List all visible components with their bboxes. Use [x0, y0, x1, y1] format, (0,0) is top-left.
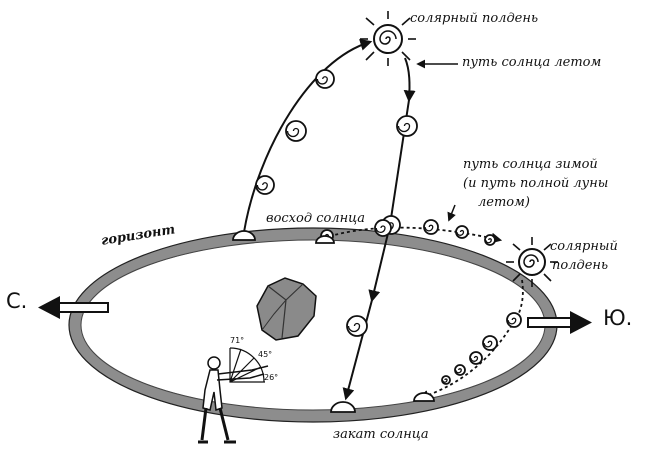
summer-noon-sun — [360, 11, 416, 66]
horizon-ellipse — [68, 227, 558, 423]
rock — [256, 277, 317, 341]
angle-45-label: 45° — [258, 350, 273, 359]
sun-marker — [255, 175, 275, 195]
sun-marker — [346, 315, 368, 337]
sun-marker — [482, 335, 498, 351]
winter-noon-sun — [506, 237, 558, 287]
solar-noon-winter-line1: солярный — [550, 239, 618, 254]
sun-marker — [441, 375, 451, 385]
solar-noon-summer-label: солярный полдень — [410, 11, 539, 26]
person-figure — [198, 356, 269, 444]
winter-note-line1: (и путь полной луны — [463, 176, 609, 191]
solar-noon-winter-line2: полдень — [552, 258, 609, 273]
south-label: Ю. — [603, 306, 633, 330]
summer-path-label: путь солнца летом — [462, 55, 602, 70]
sun-marker — [455, 225, 469, 239]
sun-marker — [315, 69, 335, 89]
summer-sun-path — [243, 39, 416, 401]
sun-marker — [285, 120, 307, 142]
sun-marker — [396, 115, 418, 137]
winter-path-label: путь солнца зимой — [463, 157, 598, 172]
south-arrow — [527, 311, 592, 334]
sun-marker — [374, 219, 392, 237]
north-label: С. — [6, 289, 28, 313]
pointer-arrows — [416, 59, 458, 222]
protractor — [229, 347, 265, 383]
winter-note-line2: летом) — [478, 195, 530, 210]
sun-marker — [454, 364, 466, 376]
north-arrow — [38, 296, 109, 319]
horizon-half-suns — [232, 230, 435, 413]
sunset-label: закат солнца — [333, 427, 429, 442]
sun-marker — [423, 219, 439, 235]
sun-marker — [506, 312, 522, 328]
sun-marker — [484, 234, 496, 246]
sunrise-label: восход солнца — [266, 211, 365, 226]
angle-26-label: 26° — [264, 373, 279, 382]
angle-71-label: 71° — [230, 336, 245, 345]
sun-marker — [469, 351, 483, 365]
winter-sun-path — [317, 226, 524, 401]
sun-position-markers — [255, 69, 522, 385]
